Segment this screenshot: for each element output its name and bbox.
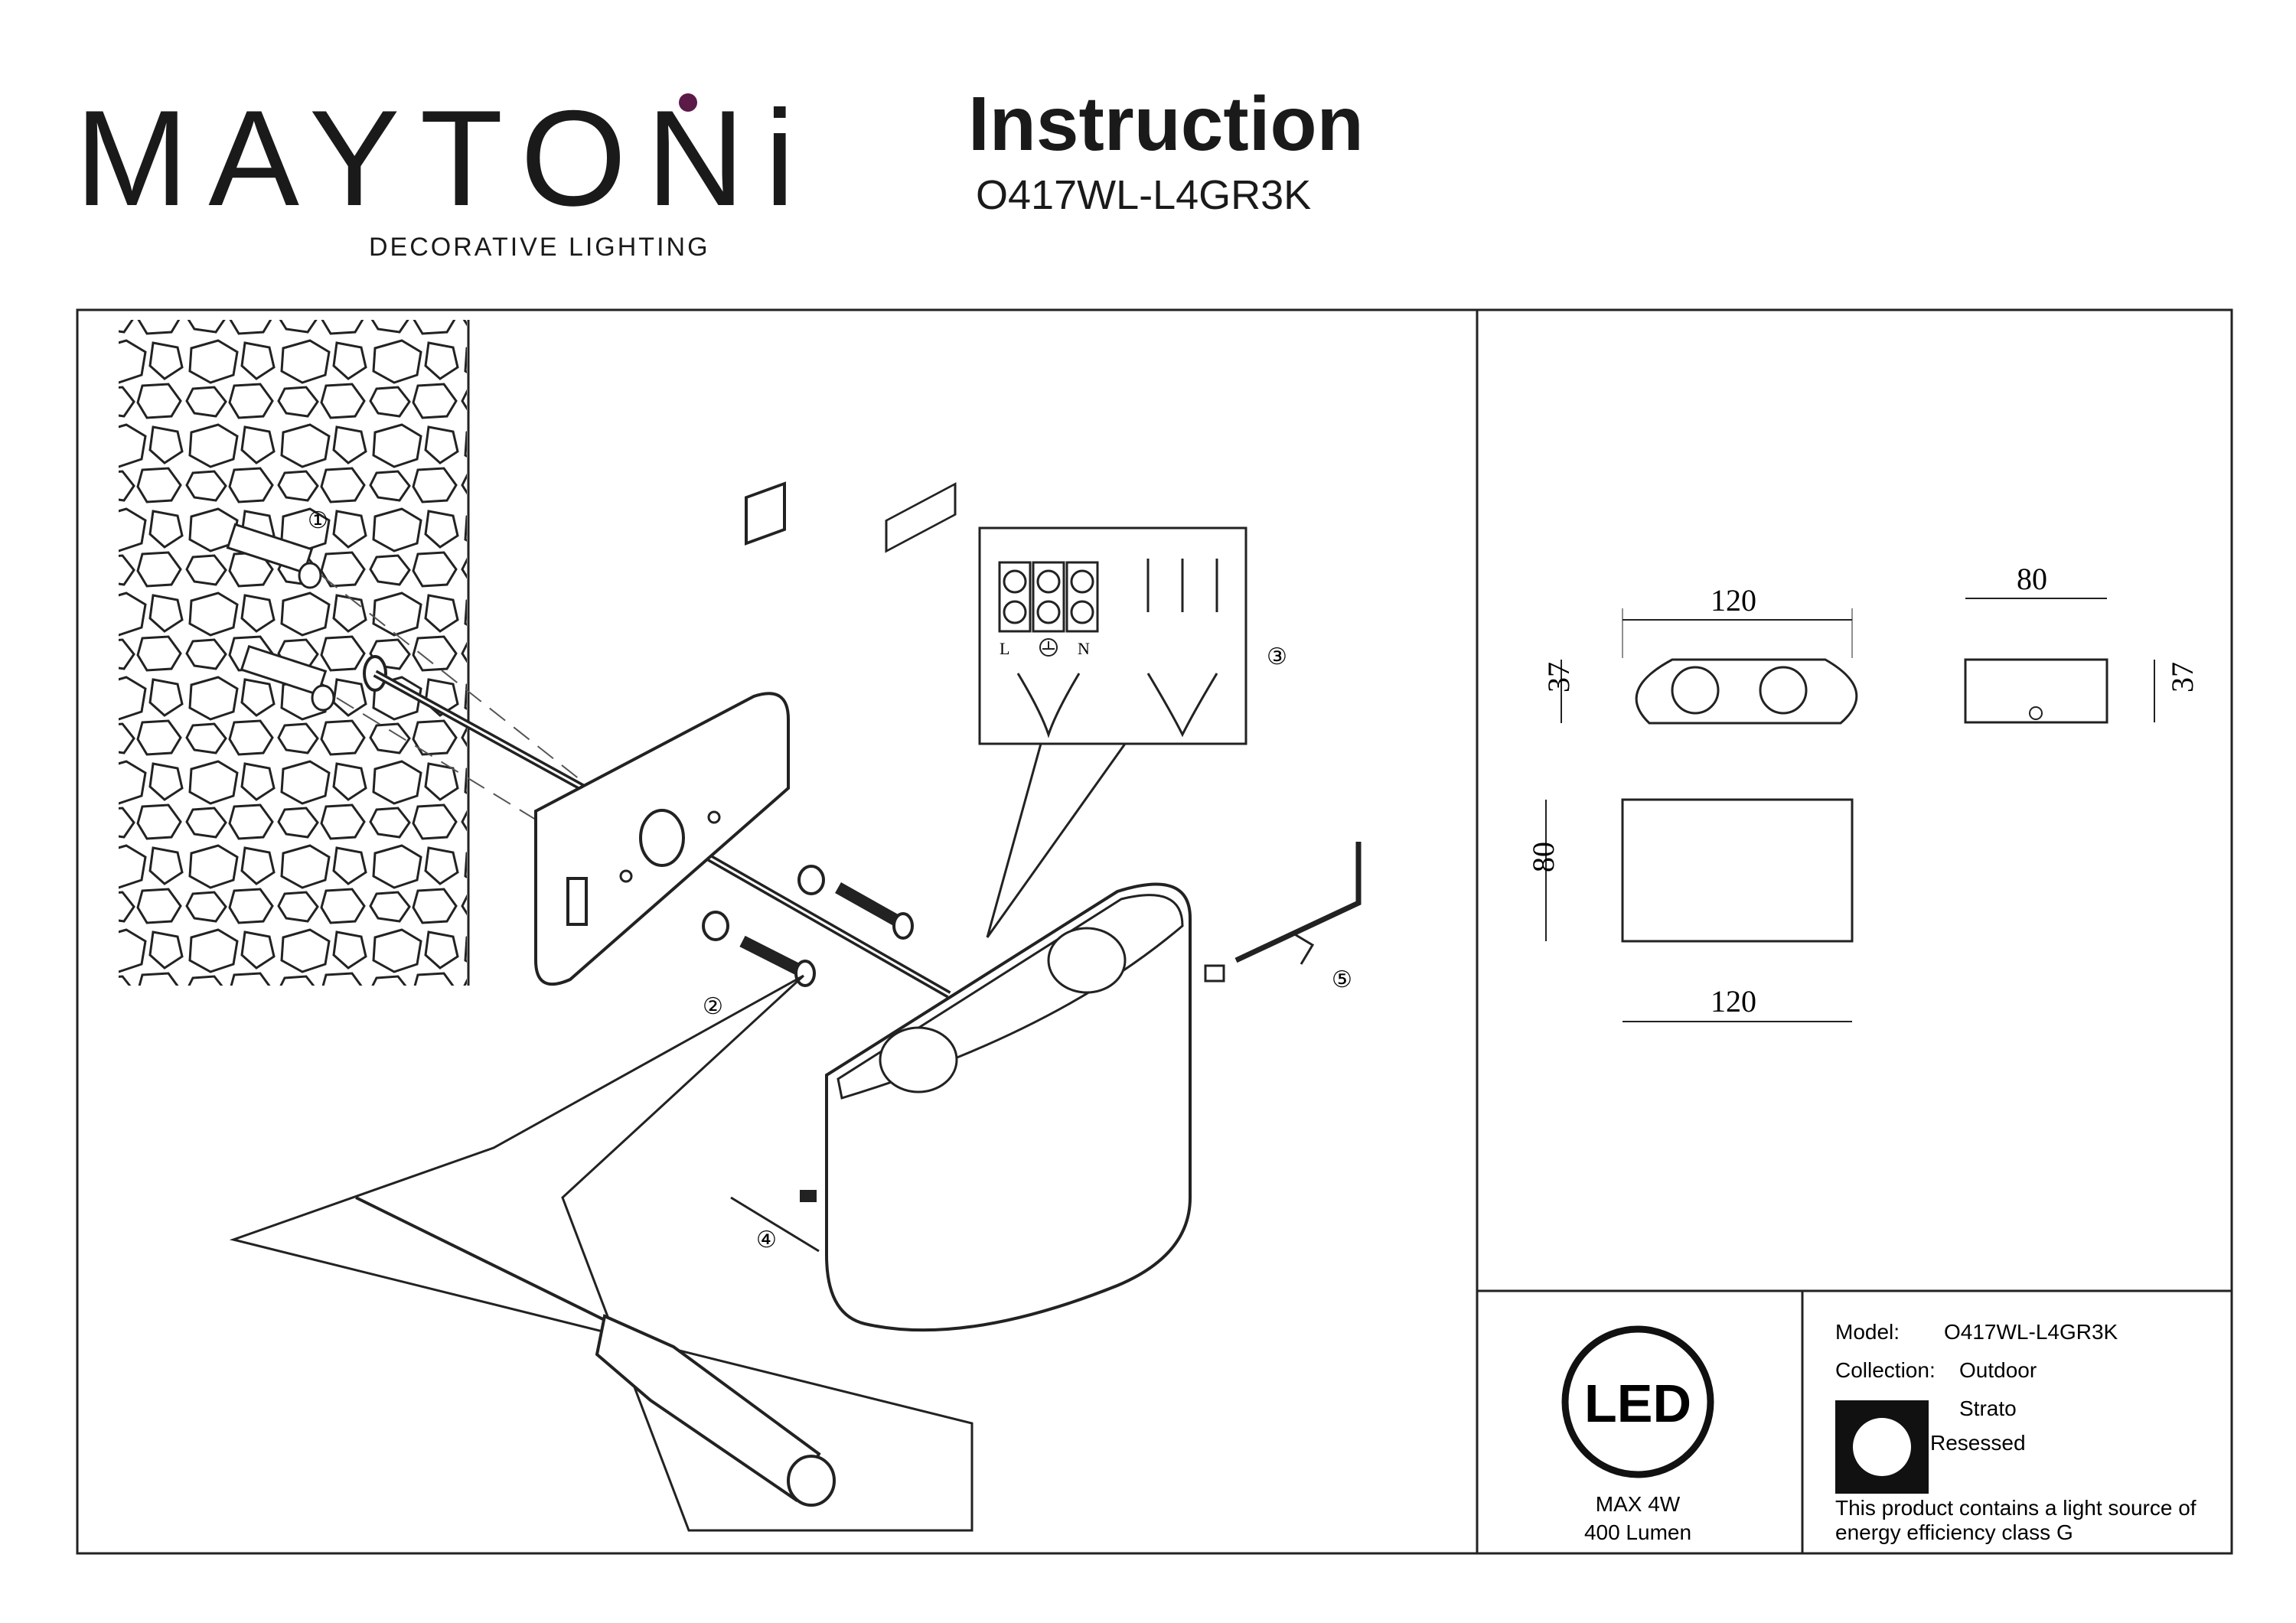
screw-upper <box>797 865 914 940</box>
brand-logo-dot <box>679 93 697 112</box>
led-logo-text: LED <box>1584 1374 1691 1433</box>
led-max-power: MAX 4W <box>1596 1492 1681 1516</box>
step-2-label: ② <box>703 994 723 1019</box>
dim-top-depth: 80 <box>1526 842 1561 872</box>
top-view-drawing <box>1545 798 1854 1022</box>
terminal-block <box>998 561 1099 633</box>
wall-plug-lower <box>240 644 387 712</box>
mounting-plate <box>534 481 790 986</box>
luminaire-body <box>825 482 1192 1332</box>
brand-tagline: DECORATIVE LIGHTING <box>369 233 710 262</box>
energy-note-line1: This product contains a light source of <box>1835 1496 2197 1520</box>
series-icon <box>1835 1400 1929 1494</box>
hex-key <box>1204 842 1362 983</box>
front-view-drawing <box>1561 608 1858 725</box>
series-type: Resessed <box>1930 1431 2026 1455</box>
dim-side-height: 37 <box>2165 662 2200 693</box>
led-lumen: 400 Lumen <box>1584 1520 1691 1544</box>
brand-name: MAYTONi <box>75 82 815 234</box>
dim-front-width: 120 <box>1711 583 1756 618</box>
model-label: Model: <box>1835 1320 1900 1344</box>
dim-side-depth: 80 <box>2017 562 2047 596</box>
model-heading: O417WL-L4GR3K <box>976 172 1312 218</box>
dim-top-width: 120 <box>1711 984 1756 1018</box>
wall-plug-upper <box>226 523 322 589</box>
sheet-frame <box>76 308 2233 1555</box>
terminal-label-live: L <box>1000 639 1009 658</box>
step-4-label: ④ <box>756 1227 777 1253</box>
earth-ground-icon <box>1039 638 1058 657</box>
wire-ends <box>1016 559 1218 738</box>
grub-screw-step4 <box>730 1190 820 1253</box>
terminal-label-neutral: N <box>1078 639 1090 658</box>
stone-wall <box>119 320 470 986</box>
model-value: O417WL-L4GR3K <box>1944 1320 2118 1344</box>
step-5-label: ⑤ <box>1332 967 1352 992</box>
series-name: Strato <box>1959 1396 2017 1420</box>
dim-front-height: 37 <box>1541 662 1576 693</box>
energy-note-line2: energy efficiency class G <box>1835 1520 2073 1544</box>
side-view-drawing <box>1964 598 2155 724</box>
collection-value: Outdoor <box>1959 1358 2037 1382</box>
led-badge <box>1561 1325 1714 1478</box>
step-3-label: ③ <box>1267 644 1287 670</box>
screwdriver-callout <box>229 974 974 1532</box>
step-1-label: ① <box>308 508 328 533</box>
screw-lower <box>702 911 816 987</box>
collection-label: Collection: <box>1835 1358 1936 1382</box>
wiring-inset: L N <box>978 526 1247 938</box>
brand-logo: MAYTONi <box>75 90 815 227</box>
page-title: Instruction <box>968 81 1364 167</box>
